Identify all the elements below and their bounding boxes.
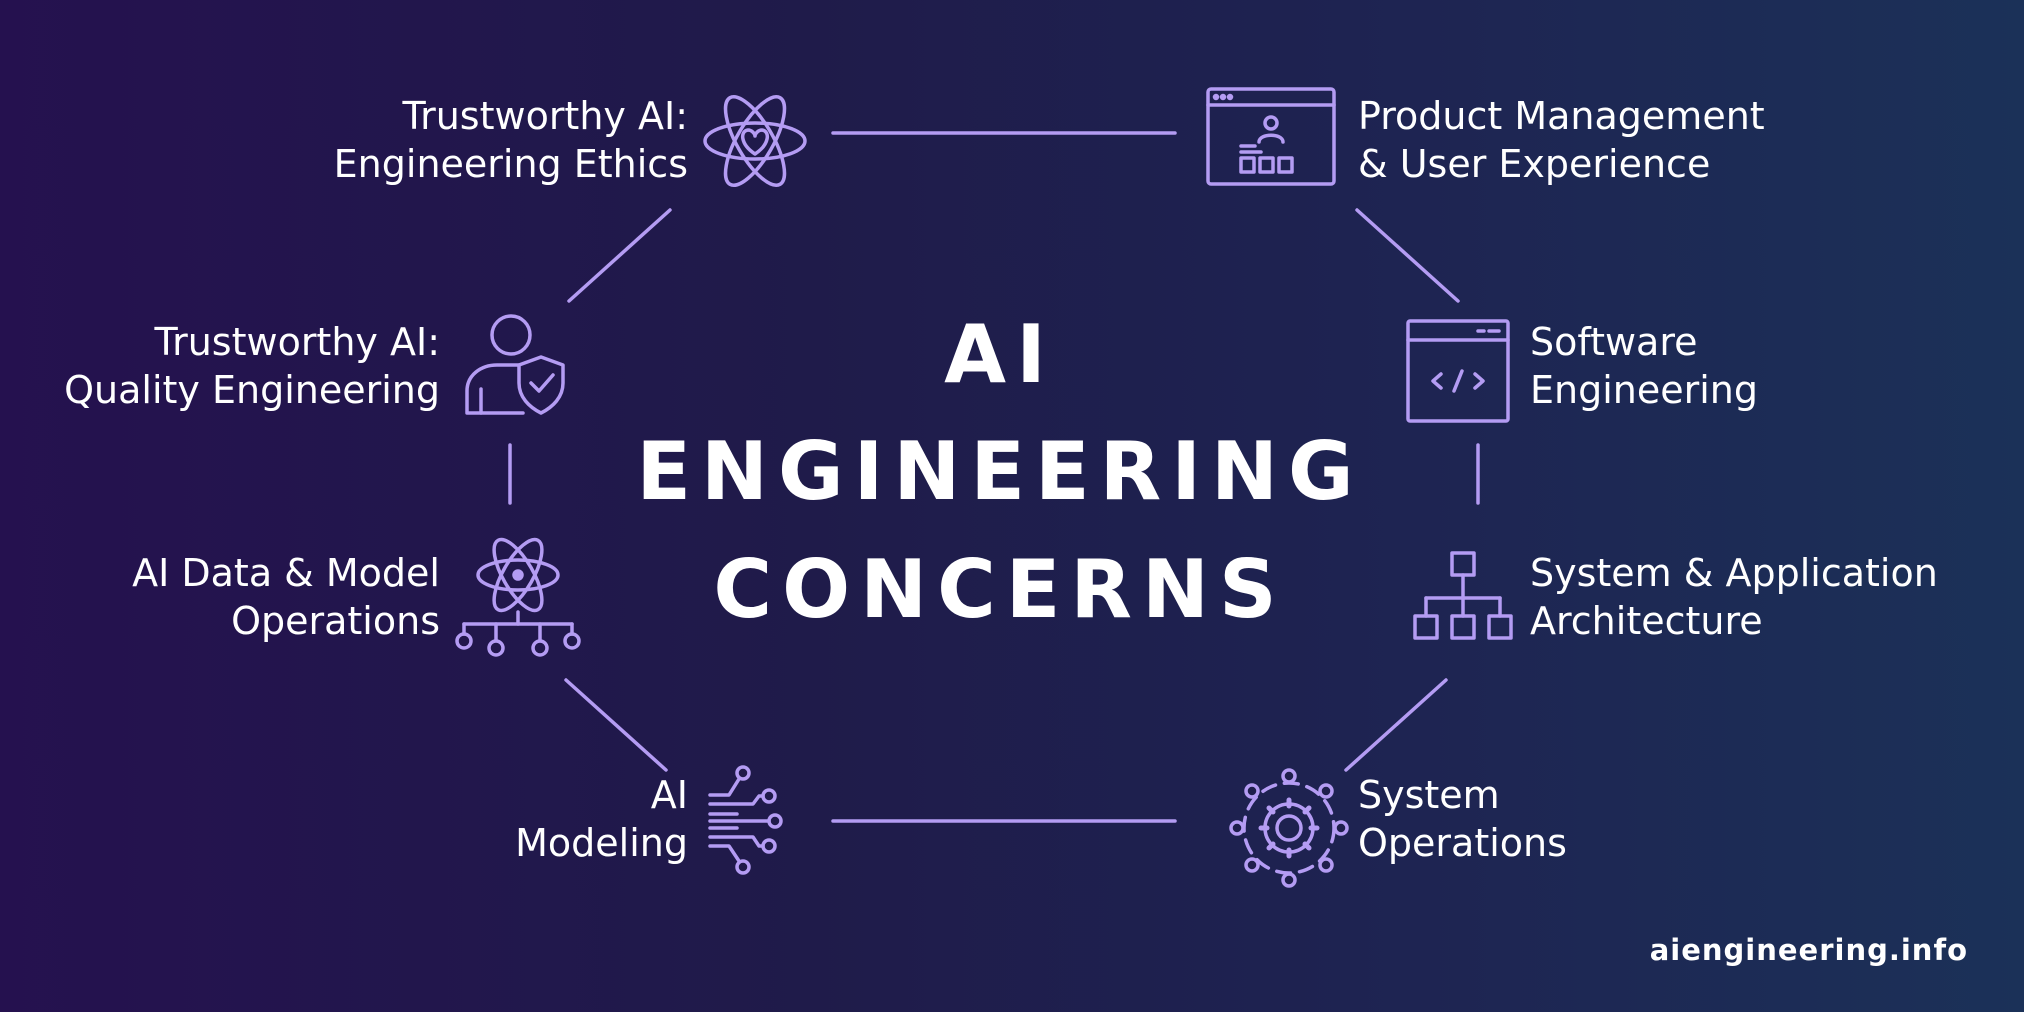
footer-site-url: aiengineering.info (1649, 933, 1968, 967)
gear-network-icon (1229, 768, 1349, 888)
concern-engineering-ethics: Trustworthy AI: Engineering Ethics (334, 92, 688, 188)
hierarchy-icon (1411, 550, 1515, 644)
concern-line1: Trustworthy AI: (402, 94, 688, 138)
concern-line1: Software (1530, 320, 1698, 364)
concern-line2: Engineering Ethics (333, 142, 688, 186)
connector-product-software (1355, 208, 1460, 303)
concern-data-model-operations: AI Data & Model Operations (132, 549, 440, 645)
concern-line1: AI (650, 773, 688, 817)
concern-ai-modeling: AI Modeling (515, 771, 688, 867)
concern-line2: Modeling (515, 821, 688, 865)
concern-quality-engineering: Trustworthy AI: Quality Engineering (64, 318, 440, 414)
connector-quality-ethics (567, 208, 672, 303)
concern-line1: Product Management (1358, 94, 1765, 138)
user-shield-icon (463, 313, 569, 419)
concern-line1: System (1358, 773, 1500, 817)
concern-line2: & User Experience (1358, 142, 1711, 186)
atom-heart-icon (700, 84, 810, 199)
concern-line2: Operations (1358, 821, 1567, 865)
concern-line2: Architecture (1530, 599, 1763, 643)
concern-line1: AI Data & Model (132, 551, 440, 595)
connector-architecture-operations (1344, 678, 1448, 772)
connector-modeling-dataops (564, 678, 668, 772)
atom-network-icon (452, 530, 584, 662)
concern-line1: Trustworthy AI: (154, 320, 440, 364)
code-window-icon (1405, 318, 1511, 424)
concern-software-engineering: Software Engineering (1530, 318, 1758, 414)
concern-line2: Quality Engineering (64, 368, 440, 412)
circuit-branches-icon (707, 765, 787, 875)
concern-line1: System & Application (1530, 551, 1938, 595)
concern-line2: Operations (231, 599, 440, 643)
title-line-concerns: CONCERNS (713, 543, 1287, 636)
concern-system-operations: System Operations (1358, 771, 1567, 867)
title-line-ai: AI (944, 308, 1056, 401)
concern-line2: Engineering (1530, 368, 1758, 412)
browser-user-dashboard-icon (1205, 86, 1337, 187)
concern-product-management: Product Management & User Experience (1358, 92, 1765, 188)
title-line-engineering: ENGINEERING (636, 425, 1364, 518)
concern-architecture: System & Application Architecture (1530, 549, 1938, 645)
